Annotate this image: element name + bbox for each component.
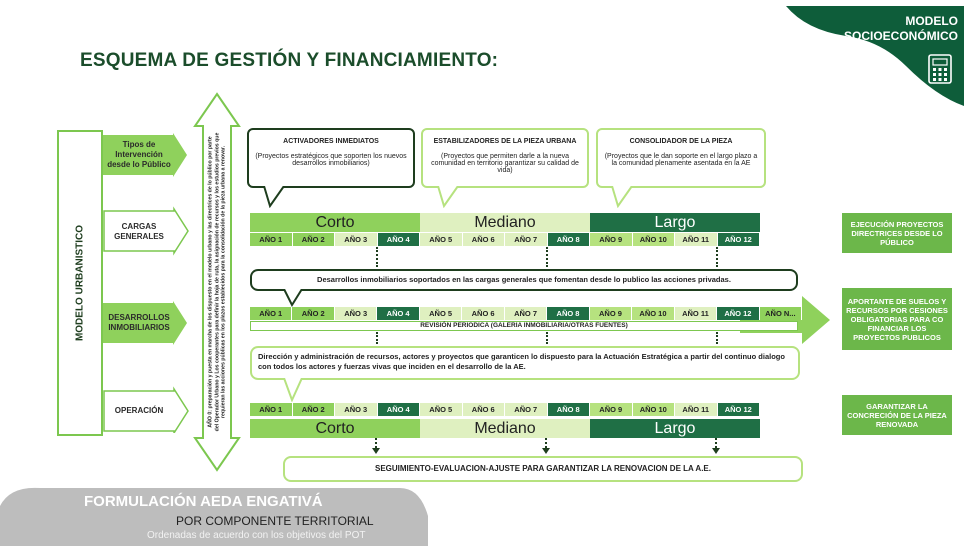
modelo-urbanistico-label: MODELO URBANISTICO bbox=[74, 224, 86, 342]
year-cell: AÑO 7 bbox=[505, 403, 548, 416]
row-label-cargas: CARGAS GENERALES bbox=[114, 222, 164, 241]
year-cell: AÑO 3 bbox=[335, 233, 378, 246]
revision-bar: REVISIÓN PERIODICA (GALERIA INMOBILIARIA… bbox=[250, 321, 798, 331]
callout-estabilizadores-title: ESTABILIZADORES DE LA PIEZA URBANA bbox=[433, 138, 577, 145]
year-cell: AÑO 1 bbox=[250, 233, 293, 246]
footer-shape bbox=[0, 487, 428, 546]
callout-consolidador-desc: (Proyectos que le dan soporte en el larg… bbox=[604, 153, 758, 167]
desarrollos-callout-tail bbox=[283, 289, 303, 307]
term-band-top: Corto Mediano Largo bbox=[250, 213, 760, 232]
callout-consolidador-tail bbox=[611, 186, 633, 208]
badge-line1: MODELO bbox=[905, 14, 958, 28]
year-cell: AÑO 3 bbox=[335, 403, 378, 416]
year-cell: AÑO 8 bbox=[547, 403, 590, 416]
seguimiento-arrows bbox=[372, 438, 720, 454]
calculator-icon bbox=[928, 54, 952, 84]
term-mediano-top: Mediano bbox=[420, 213, 590, 232]
callout-activadores-title: ACTIVADORES INMEDIATOS bbox=[283, 138, 379, 145]
callout-estabilizadores-desc: (Proyectos que permiten darle a la nueva… bbox=[431, 153, 579, 174]
connector-5 bbox=[546, 332, 548, 344]
result-ejecucion: EJECUCIÓN PROYECTOS DIRECTRICES DESDE LO… bbox=[842, 213, 952, 253]
year-cell: AÑO 9 bbox=[590, 233, 633, 246]
direccion-callout-tail bbox=[283, 378, 303, 402]
year-cell: AÑO 10 bbox=[632, 307, 675, 320]
term-corto-top: Corto bbox=[250, 213, 420, 232]
year-cell: AÑO 6 bbox=[462, 233, 505, 246]
year-cell: AÑO 11 bbox=[675, 403, 718, 416]
callout-activadores: ACTIVADORES INMEDIATOS (Proyectos estrat… bbox=[247, 128, 415, 188]
year-zero-note-wrap: AÑO 0: preparación y puesta en marcha de… bbox=[199, 128, 235, 436]
connector-1 bbox=[376, 247, 378, 267]
year-cell: AÑO 12 bbox=[717, 233, 760, 246]
year-zero-arrow bbox=[193, 92, 241, 472]
connector-2 bbox=[546, 247, 548, 267]
year-cell: AÑO 5 bbox=[419, 307, 463, 320]
footer-line3: Ordenadas de acuerdo con los objetivos d… bbox=[147, 530, 366, 541]
year-cell: AÑO 12 bbox=[717, 307, 760, 320]
term-band-bottom: Corto Mediano Largo bbox=[250, 419, 760, 438]
year-cell: AÑO 2 bbox=[292, 233, 335, 246]
year-cell: AÑO 9 bbox=[589, 307, 633, 320]
result-aportante: APORTANTE DE SUELOS Y RECURSOS POR CESIO… bbox=[842, 288, 952, 350]
result-garantizar: GARANTIZAR LA CONCRECIÓN DE LA PIEZA REN… bbox=[842, 395, 952, 435]
connector-6 bbox=[716, 332, 718, 344]
row-arrows bbox=[103, 133, 189, 433]
year-cell: AÑO 8 bbox=[547, 307, 590, 320]
callout-activadores-tail bbox=[263, 186, 285, 208]
callout-activadores-desc: (Proyectos estratégicos que soporten los… bbox=[255, 153, 407, 167]
year-cell: AÑO 11 bbox=[675, 233, 718, 246]
year-cell: AÑO 2 bbox=[292, 307, 335, 320]
footer-line1: FORMULACIÓN AEDA ENGATIVÁ bbox=[84, 493, 323, 510]
desarrollos-callout: Desarrollos inmobiliarios soportados en … bbox=[250, 269, 798, 291]
year-cell: AÑO 6 bbox=[462, 307, 505, 320]
direccion-callout: Dirección y administración de recursos, … bbox=[250, 346, 800, 380]
callout-consolidador: CONSOLIDADOR DE LA PIEZA (Proyectos que … bbox=[596, 128, 766, 188]
year-cell: AÑO 6 bbox=[462, 403, 505, 416]
year-cell: AÑO 10 bbox=[632, 403, 675, 416]
year-cell: AÑO 5 bbox=[420, 403, 463, 416]
year-cell: AÑO 7 bbox=[505, 233, 548, 246]
callout-estabilizadores-tail bbox=[437, 186, 459, 208]
badge-line2: SOCIOECONÓMICO bbox=[843, 29, 958, 43]
row-label-operacion: OPERACIÓN bbox=[114, 406, 164, 415]
year-cell-extra: AÑO N... bbox=[760, 307, 803, 320]
callout-consolidador-title: CONSOLIDADOR DE LA PIEZA bbox=[629, 138, 733, 145]
callout-estabilizadores: ESTABILIZADORES DE LA PIEZA URBANA (Proy… bbox=[421, 128, 589, 188]
row-label-tipos: Tipos de Intervención desde lo Público bbox=[107, 140, 171, 169]
connector-3 bbox=[716, 247, 718, 267]
row-label-desarrollos: DESARROLLOS INMOBILIARIOS bbox=[108, 313, 170, 332]
term-mediano-bottom: Mediano bbox=[420, 419, 590, 438]
desarrollos-arrow bbox=[740, 296, 830, 344]
modelo-urbanistico-box: MODELO URBANISTICO bbox=[57, 130, 103, 436]
year-cell: AÑO 4 bbox=[377, 233, 420, 246]
year-cell: AÑO 1 bbox=[250, 307, 293, 320]
year-cell: AÑO 11 bbox=[674, 307, 718, 320]
page-title: ESQUEMA DE GESTIÓN Y FINANCIAMIENTO: bbox=[80, 50, 499, 71]
year-cell: AÑO 2 bbox=[292, 403, 335, 416]
year-cell: AÑO 8 bbox=[547, 233, 590, 246]
badge-title: MODELO SOCIOECONÓMICO bbox=[820, 14, 958, 44]
badge-shape bbox=[786, 6, 964, 106]
year-cell: AÑO 7 bbox=[504, 307, 548, 320]
term-corto-bottom: Corto bbox=[250, 419, 420, 438]
year-cell: AÑO 4 bbox=[377, 403, 420, 416]
year-cell: AÑO 12 bbox=[717, 403, 760, 416]
year-cell: AÑO 10 bbox=[632, 233, 675, 246]
year-cell: AÑO 5 bbox=[420, 233, 463, 246]
term-largo-bottom: Largo bbox=[590, 419, 760, 438]
seguimiento-bar: SEGUIMIENTO-EVALUACION-AJUSTE PARA GARAN… bbox=[283, 456, 803, 482]
year-cell: AÑO 4 bbox=[377, 307, 420, 320]
year-cell: AÑO 3 bbox=[334, 307, 378, 320]
footer-line2: POR COMPONENTE TERRITORIAL bbox=[176, 514, 374, 528]
connector-4 bbox=[376, 332, 378, 344]
year-cell: AÑO 9 bbox=[590, 403, 633, 416]
term-largo-top: Largo bbox=[590, 213, 760, 232]
year-zero-note: AÑO 0: preparación y puesta en marcha de… bbox=[207, 132, 227, 432]
year-cell: AÑO 1 bbox=[250, 403, 293, 416]
